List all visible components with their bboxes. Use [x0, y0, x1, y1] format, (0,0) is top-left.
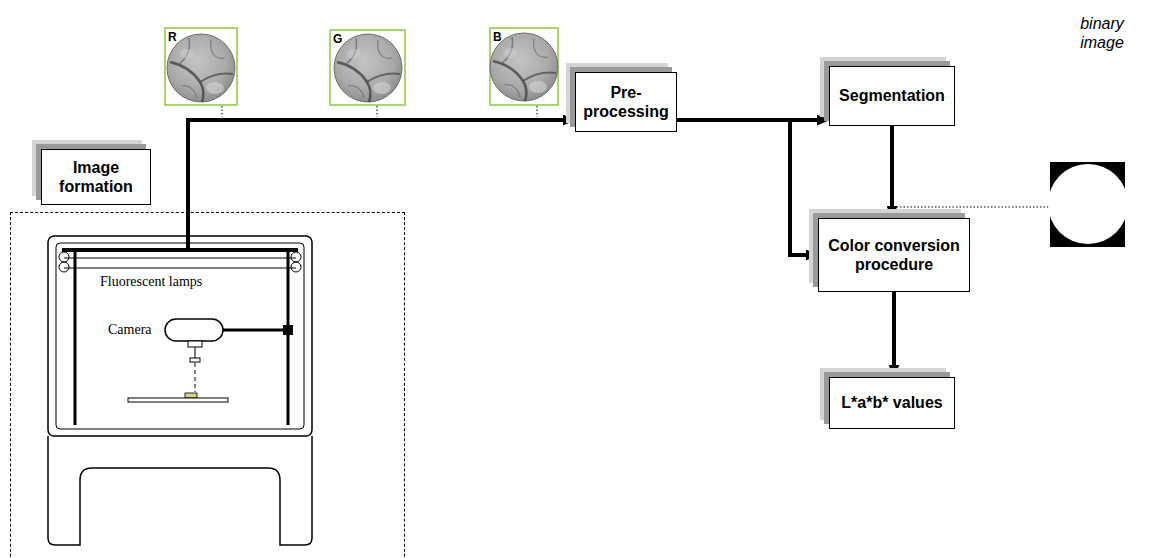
- channel-letter: R: [168, 30, 177, 44]
- flow-arrow: [677, 120, 806, 255]
- process-box: L*a*b* values: [829, 377, 955, 429]
- stage-region: Image formation: [10, 212, 405, 558]
- image-caption: binary image: [1062, 14, 1142, 52]
- region-heading: Image formation: [41, 149, 151, 205]
- box-label: Pre- processing: [582, 83, 670, 121]
- process-box: Segmentation: [829, 66, 955, 126]
- process-box: Pre- processing: [575, 72, 677, 132]
- channel-image: [165, 28, 558, 105]
- box-label: Segmentation: [839, 86, 945, 105]
- binary-image: [1048, 162, 1128, 247]
- flow-arrow: [890, 126, 894, 206]
- box-label: L*a*b* values: [841, 393, 942, 412]
- channel-letter: B: [493, 30, 502, 44]
- acquisition-cabinet: [48, 212, 312, 545]
- process-box: Color conversion procedure: [818, 218, 970, 292]
- flow-arrow: [188, 120, 563, 212]
- channel-letter: G: [333, 32, 342, 46]
- part-name: Fluorescent lamps: [100, 274, 202, 291]
- part-name: Camera: [108, 322, 152, 339]
- box-label: Color conversion procedure: [825, 236, 963, 274]
- flow-arrow: [892, 292, 896, 365]
